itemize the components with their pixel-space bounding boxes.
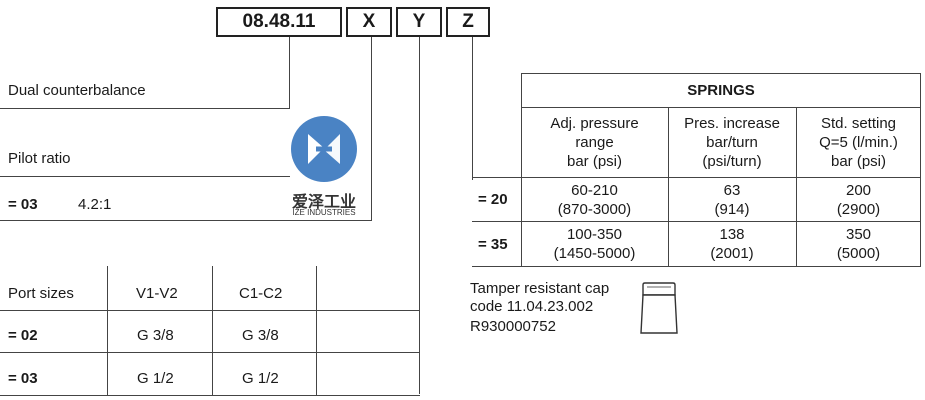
code-x-box: X bbox=[346, 7, 392, 37]
ports-divider-2 bbox=[212, 266, 213, 396]
springs-title: SPRINGS bbox=[687, 81, 755, 99]
code-y-box: Y bbox=[396, 7, 442, 37]
springs-col-divider-2 bbox=[796, 107, 797, 267]
pilot-option-value: 4.2:1 bbox=[78, 196, 112, 213]
springs-header-divider bbox=[472, 177, 921, 178]
springs-col-header-3: Std. setting Q=5 (l/min.) bar (psi) bbox=[819, 114, 898, 170]
tamper-line-2: code 11.04.23.002 bbox=[470, 298, 594, 315]
ports-header-label: Port sizes bbox=[8, 285, 74, 302]
code-base-box: 08.48.11 bbox=[216, 7, 342, 37]
springs-row-2-adj: 100-350 (1450-5000) bbox=[553, 226, 636, 262]
ports-row-1-code: = 02 bbox=[8, 327, 38, 344]
logo-chinese-text: 爱泽工业 bbox=[291, 192, 356, 211]
ports-row-1-v1v2: G 3/8 bbox=[137, 327, 174, 344]
springs-row-1-std: 200 (2900) bbox=[836, 181, 881, 218]
description-label: Dual counterbalance bbox=[8, 82, 146, 99]
leader-y bbox=[419, 37, 420, 394]
ports-divider-1 bbox=[107, 266, 108, 396]
tamper-line-3: R930000752 bbox=[470, 318, 556, 335]
springs-col-header-2: Pres. increase bar/turn (psi/turn) bbox=[684, 114, 780, 170]
springs-row-2-std: 350 (5000) bbox=[836, 226, 881, 262]
springs-col-header-1: Adj. pressure range bar (psi) bbox=[550, 114, 639, 170]
springs-row-2-pres: 138 (2001) bbox=[710, 226, 754, 262]
logo-english-text: IZE INDUSTRIES bbox=[292, 208, 356, 217]
springs-row-2-code: = 35 bbox=[478, 235, 508, 253]
springs-title-divider bbox=[521, 107, 921, 108]
springs-row-1-pres: 63 (914) bbox=[714, 181, 750, 218]
pilot-option-code: = 03 bbox=[8, 196, 38, 213]
ize-logo: 爱泽工业 IZE INDUSTRIES bbox=[286, 112, 362, 220]
ports-bottom-line bbox=[0, 395, 420, 396]
springs-row-1-code: = 20 bbox=[478, 191, 508, 208]
ports-row-2-v1v2: G 1/2 bbox=[137, 370, 174, 387]
description-underline bbox=[0, 108, 290, 109]
pilot-ratio-underline bbox=[0, 176, 290, 177]
pilot-option-underline bbox=[0, 220, 372, 221]
ize-logo-icon bbox=[291, 116, 357, 182]
springs-row-divider bbox=[472, 221, 921, 222]
code-z-box: Z bbox=[446, 7, 490, 37]
pilot-ratio-label: Pilot ratio bbox=[8, 150, 71, 167]
ports-header-c1c2: C1-C2 bbox=[239, 285, 283, 302]
ports-row-1-c1c2: G 3/8 bbox=[242, 327, 279, 344]
ports-row-2-code: = 03 bbox=[8, 370, 38, 387]
ports-row-1-underline bbox=[0, 352, 420, 353]
tamper-line-1: Tamper resistant cap bbox=[470, 280, 610, 297]
ports-row-2-c1c2: G 1/2 bbox=[242, 370, 279, 387]
leader-base bbox=[289, 37, 290, 108]
springs-row-1-adj: 60-210 (870-3000) bbox=[557, 181, 632, 218]
tamper-cap-icon bbox=[640, 282, 678, 334]
ports-divider-3 bbox=[316, 266, 317, 396]
springs-col-divider-1 bbox=[668, 107, 669, 267]
leader-x bbox=[371, 37, 372, 221]
ports-header-v1v2: V1-V2 bbox=[136, 285, 178, 302]
springs-bottom-line bbox=[472, 266, 921, 267]
leader-z bbox=[472, 37, 473, 180]
ports-header-underline bbox=[0, 310, 420, 311]
